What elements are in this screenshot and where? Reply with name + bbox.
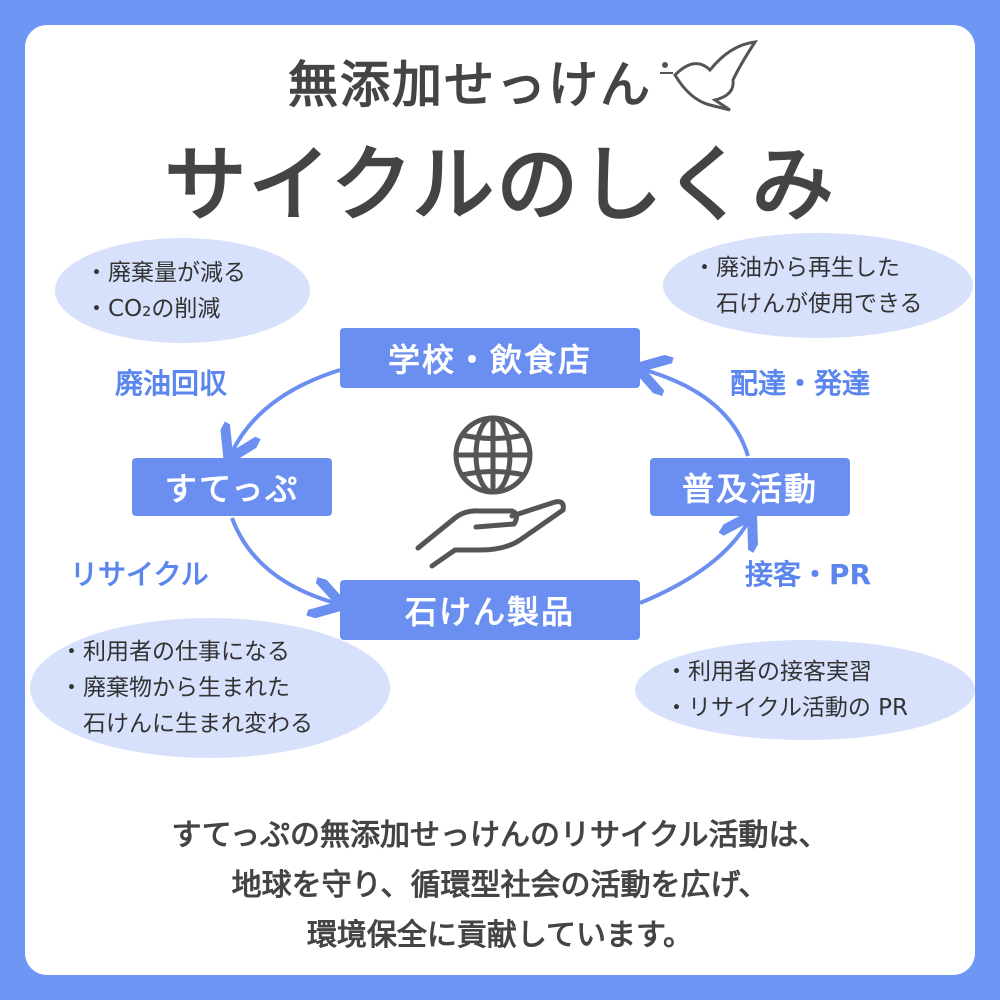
box-soap-products: 石けん製品 <box>340 580 640 640</box>
footer-line1: すてっぷの無添加せっけんのリサイクル活動は、 <box>171 818 829 853</box>
benefit-ellipse-top-right: ・廃油から再生した 石けんが使用できる <box>663 233 973 338</box>
arrow-top-to-left <box>232 368 341 452</box>
benefit-text: ・リサイクル活動の PR <box>665 695 909 721</box>
box-schools-restaurants: 学校・飲食店 <box>340 328 640 388</box>
label-service-pr: 接客・PR <box>745 558 872 591</box>
benefit-text: ・CO₂の削減 <box>85 295 221 322</box>
label-delivery: 配達・発達 <box>730 367 871 400</box>
benefit-text: 石けんに生まれ変わる <box>60 711 313 737</box>
footer-line2: 地球を守り、循環型社会の活動を広げ、 <box>231 868 769 903</box>
box-step: すてっぷ <box>132 458 332 516</box>
arrow-right-to-top <box>645 370 750 457</box>
benefit-text: 石けんが使用できる <box>693 290 923 317</box>
footer-line3: 環境保全に貢献しています。 <box>306 918 694 953</box>
arrow-left-to-bottom <box>230 517 335 603</box>
arrow-bottom-to-right <box>639 522 748 605</box>
benefit-text: ・利用者の接客実習 <box>665 659 872 685</box>
benefit-ellipse-bottom-right: ・利用者の接客実習 ・リサイクル活動の PR <box>635 640 975 740</box>
hand-icon <box>415 499 566 569</box>
benefit-text: ・廃棄量が減る <box>85 259 246 286</box>
title-line1: 無添加せっけん <box>288 56 652 114</box>
dove-icon <box>660 40 759 112</box>
benefit-text: ・廃棄物から生まれた <box>60 675 290 701</box>
label-oil-collection: 廃油回収 <box>115 367 228 400</box>
globe-icon <box>453 415 533 495</box>
title-line2: サイクルのしくみ <box>164 138 836 233</box>
label-recycle: リサイクル <box>70 558 209 591</box>
benefit-ellipse-bottom-left: ・利用者の仕事になる ・廃棄物から生まれた 石けんに生まれ変わる <box>30 618 390 758</box>
benefit-text: ・利用者の仕事になる <box>60 639 290 665</box>
box-outreach: 普及活動 <box>650 458 850 516</box>
benefit-text: ・廃油から再生した <box>693 254 900 281</box>
benefit-ellipse-top-left: ・廃棄量が減る ・CO₂の削減 <box>55 238 310 343</box>
